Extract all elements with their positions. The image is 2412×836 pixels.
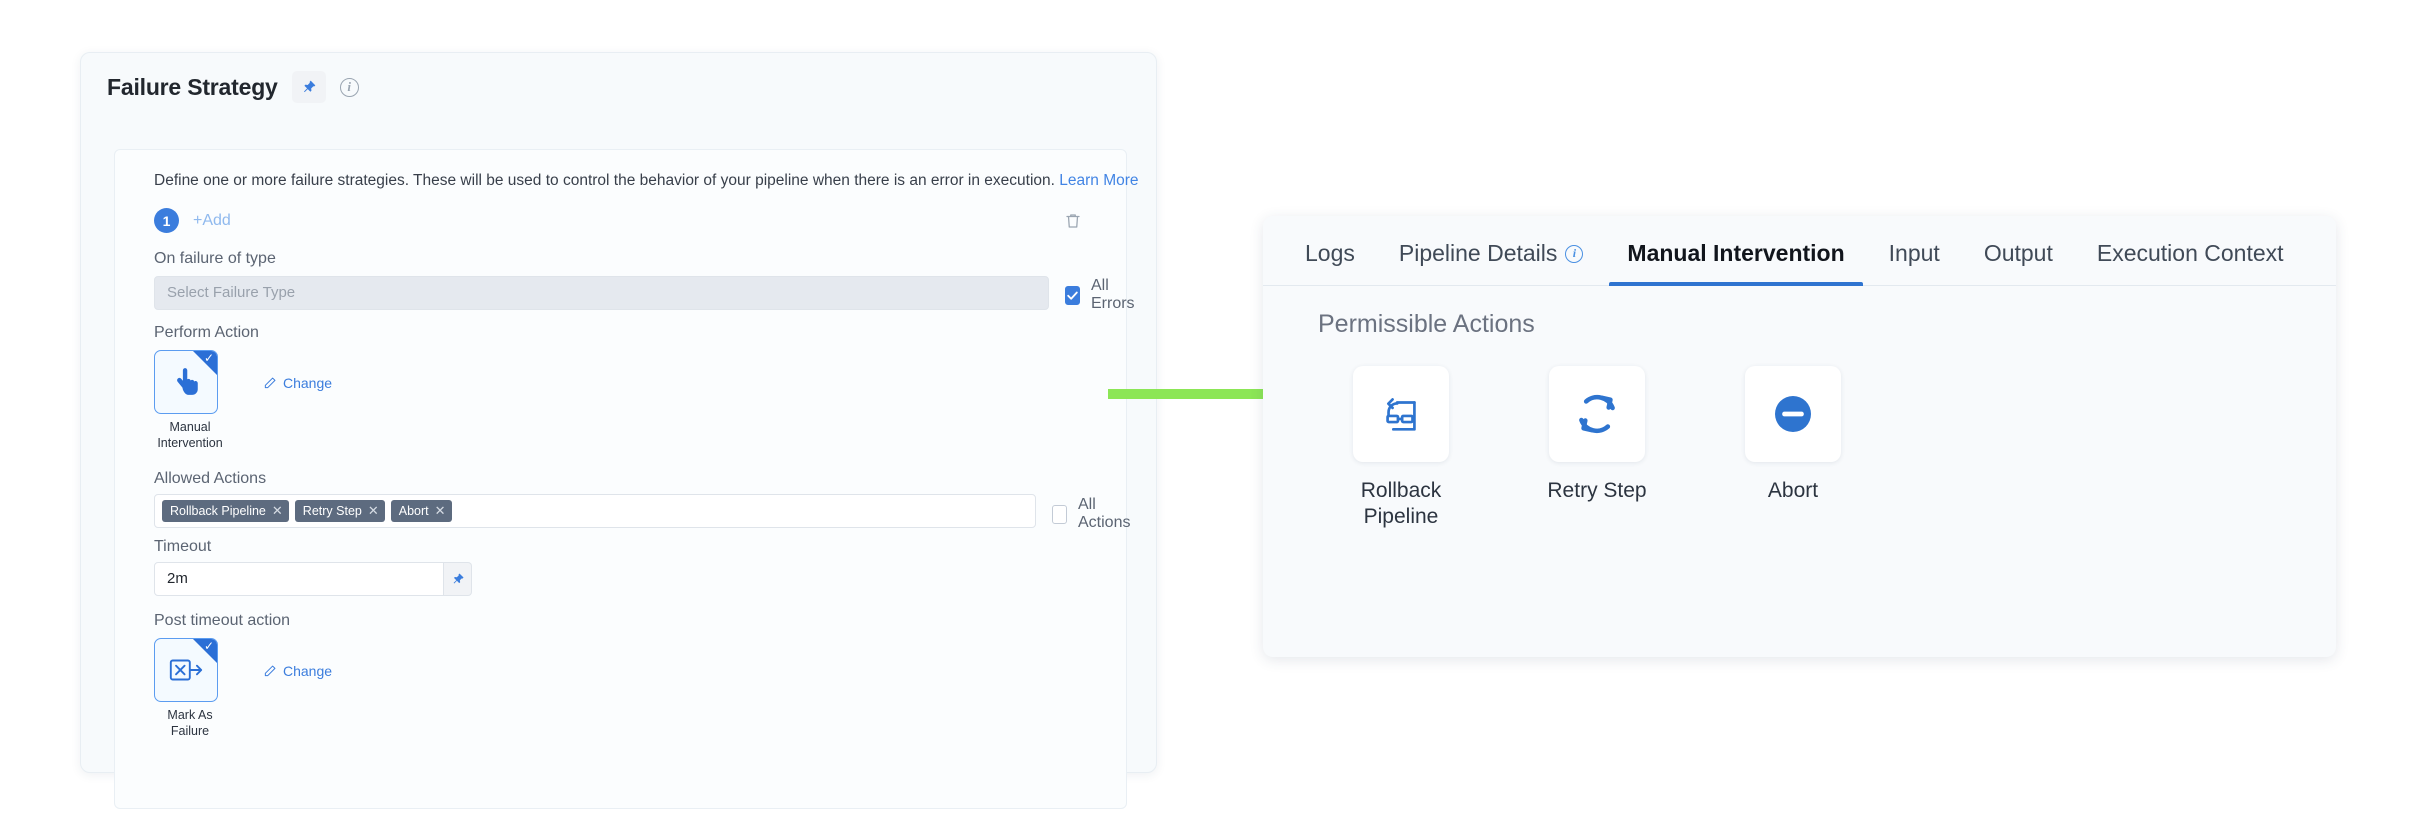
perform-action-card-wrap: ✓ Manual Intervention — [154, 350, 226, 451]
retry-step-icon — [1579, 394, 1615, 434]
retry-step-card[interactable] — [1549, 366, 1645, 462]
green-arrow-icon — [1108, 379, 1328, 409]
all-errors-checkbox[interactable] — [1065, 285, 1080, 305]
permissible-actions-grid: Rollback Pipeline Retry Step — [1303, 366, 1891, 529]
timeout-pin-icon[interactable] — [444, 562, 472, 596]
pencil-icon — [264, 665, 276, 677]
learn-more-link[interactable]: Learn More — [1059, 172, 1139, 189]
all-actions-checkbox[interactable] — [1052, 504, 1067, 524]
abort-icon — [1775, 396, 1811, 432]
tab-execution-context[interactable]: Execution Context — [2075, 240, 2306, 285]
all-actions-label: All Actions — [1078, 496, 1131, 531]
change-label: Change — [283, 375, 333, 391]
permissible-action-label: Rollback Pipeline — [1360, 479, 1442, 528]
mark-as-failure-card[interactable]: ✓ — [154, 638, 218, 702]
permissible-action-label: Abort — [1767, 479, 1819, 502]
check-icon: ✓ — [203, 639, 214, 653]
post-timeout-label: Post timeout action — [154, 612, 291, 629]
pointing-hand-icon — [177, 368, 198, 395]
permissible-action-retry-step[interactable]: Retry Step — [1499, 366, 1695, 529]
rollback-pipeline-card[interactable] — [1353, 366, 1449, 462]
tag-remove-icon[interactable]: ✕ — [271, 503, 283, 518]
failure-strategy-body: Define one or more failure strategies. T… — [114, 149, 1139, 809]
tab-bar: Logs Pipeline Details i Manual Intervent… — [1263, 216, 2336, 286]
info-icon[interactable]: i — [1565, 244, 1584, 263]
permissible-action-label: Retry Step — [1547, 479, 1647, 502]
mark-as-failure-icon — [169, 659, 203, 681]
selected-corner — [193, 351, 217, 375]
all-errors-checkbox-row[interactable]: All Errors — [1065, 277, 1139, 313]
change-perform-action-button[interactable]: Change — [263, 375, 332, 391]
manual-intervention-caption: Manual Intervention — [157, 420, 223, 450]
execution-details-panel: Logs Pipeline Details i Manual Intervent… — [1263, 216, 2336, 657]
mark-as-failure-caption: Mark As Failure — [167, 708, 213, 738]
on-failure-label: On failure of type — [154, 250, 276, 267]
tab-label: Output — [1983, 240, 2053, 266]
pin-icon[interactable] — [291, 71, 326, 103]
tab-manual-intervention[interactable]: Manual Intervention — [1605, 240, 1866, 286]
strategy-index-badge[interactable]: 1 — [154, 208, 179, 233]
panel-description: Define one or more failure strategies. T… — [154, 172, 1139, 190]
tag-remove-icon[interactable]: ✕ — [367, 503, 379, 518]
tab-label: Execution Context — [2096, 240, 2284, 266]
tag-chip[interactable]: Abort ✕ — [390, 500, 452, 522]
tab-pipeline-details[interactable]: Pipeline Details i — [1377, 240, 1606, 285]
perform-action-label: Perform Action — [154, 324, 259, 341]
tag-label: Abort — [398, 504, 429, 518]
tab-label: Pipeline Details — [1398, 240, 1558, 266]
manual-intervention-card[interactable]: ✓ — [154, 350, 218, 414]
tab-output[interactable]: Output — [1962, 240, 2075, 285]
all-actions-checkbox-row[interactable]: All Actions — [1052, 496, 1134, 532]
permissible-actions-title: Permissible Actions — [1318, 310, 1535, 338]
allowed-actions-label: Allowed Actions — [154, 470, 267, 487]
tag-chip[interactable]: Retry Step ✕ — [294, 500, 385, 522]
pencil-icon — [264, 377, 276, 389]
tag-label: Rollback Pipeline — [170, 504, 266, 518]
tab-label: Input — [1888, 240, 1940, 266]
permissible-action-rollback-pipeline[interactable]: Rollback Pipeline — [1303, 366, 1499, 529]
trash-icon[interactable] — [1062, 210, 1084, 232]
all-errors-label: All Errors — [1091, 277, 1135, 312]
permissible-action-abort[interactable]: Abort — [1695, 366, 1891, 529]
allowed-actions-input[interactable]: Rollback Pipeline ✕ Retry Step ✕ Abort ✕ — [154, 494, 1036, 528]
tag-remove-icon[interactable]: ✕ — [434, 503, 446, 518]
tab-label: Manual Intervention — [1627, 240, 1845, 266]
description-text: Define one or more failure strategies. T… — [154, 172, 1055, 189]
change-label: Change — [283, 663, 333, 679]
abort-card[interactable] — [1745, 366, 1841, 462]
strategy-add-row: 1 +Add — [154, 208, 1084, 233]
tab-label: Logs — [1305, 240, 1355, 266]
add-strategy-button[interactable]: +Add — [193, 211, 231, 229]
info-icon[interactable]: i — [339, 77, 359, 97]
tab-input[interactable]: Input — [1867, 240, 1962, 285]
failure-type-select[interactable]: Select Failure Type — [154, 276, 1049, 310]
tag-chip[interactable]: Rollback Pipeline ✕ — [162, 500, 289, 522]
timeout-input[interactable]: 2m — [154, 562, 444, 596]
post-timeout-card-wrap: ✓ Mark As Failure — [154, 638, 226, 739]
change-post-timeout-button[interactable]: Change — [263, 663, 332, 679]
tag-label: Retry Step — [302, 504, 362, 518]
rollback-pipeline-icon — [1386, 398, 1416, 431]
selected-corner — [193, 639, 217, 663]
check-icon: ✓ — [203, 351, 214, 365]
panel-header: Failure Strategy i — [81, 53, 1156, 109]
timeout-label: Timeout — [154, 538, 212, 555]
tab-logs[interactable]: Logs — [1301, 240, 1377, 285]
page-title: Failure Strategy — [107, 73, 278, 100]
failure-strategy-panel: Failure Strategy i Define one or more fa… — [80, 52, 1157, 809]
